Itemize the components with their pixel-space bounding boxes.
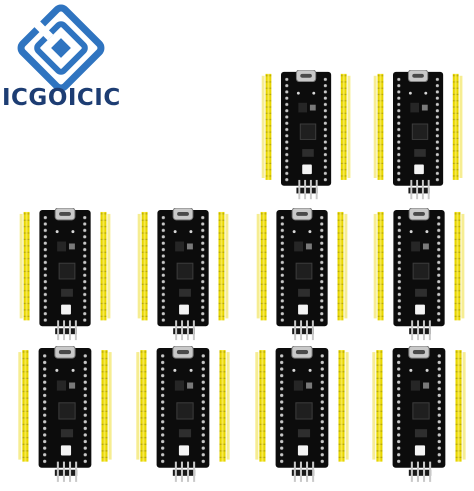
board-2 <box>373 70 463 200</box>
board-8 <box>135 346 231 483</box>
board-1 <box>261 70 351 200</box>
board-10 <box>371 346 467 483</box>
board-4 <box>137 208 229 341</box>
board-3 <box>19 208 111 341</box>
brand-logo <box>17 4 105 92</box>
brand-name: ICGOICIC <box>2 85 121 111</box>
board-6 <box>373 208 465 341</box>
board-9 <box>254 346 350 483</box>
board-7 <box>17 346 113 483</box>
board-5 <box>256 208 348 341</box>
